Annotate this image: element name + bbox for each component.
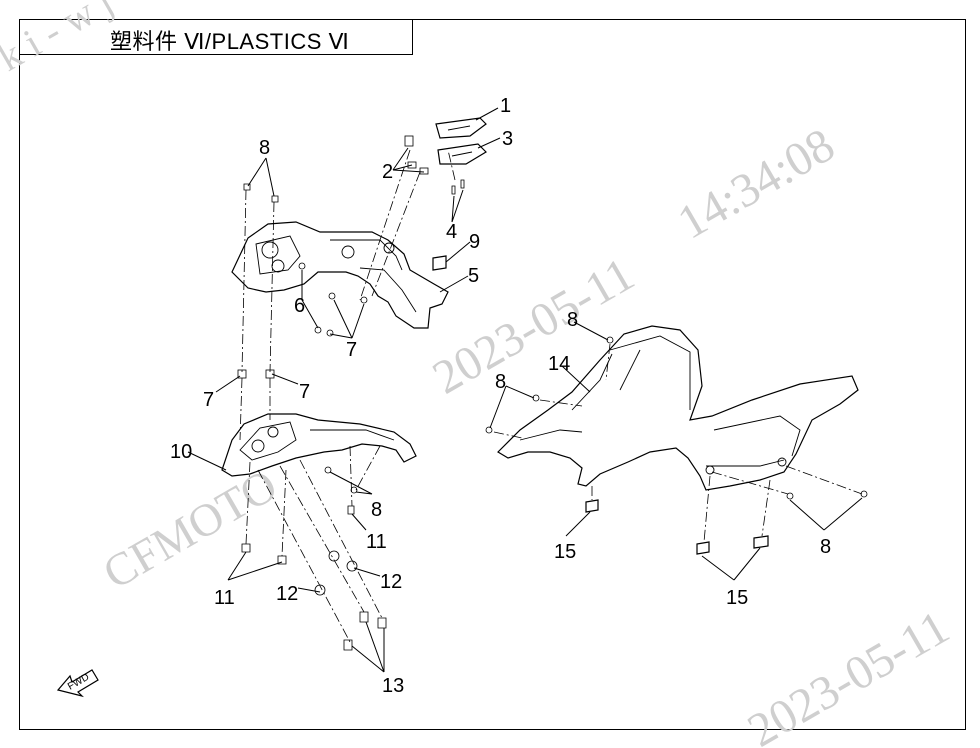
callout-12-right: 12 xyxy=(380,571,402,593)
bolt-13c xyxy=(343,639,353,651)
callout-5: 5 xyxy=(468,265,479,287)
callout-3: 3 xyxy=(502,128,513,150)
callout-9: 9 xyxy=(469,231,480,253)
centerline xyxy=(605,343,611,381)
bolt-11c xyxy=(277,555,287,565)
centerline xyxy=(279,465,365,613)
part-9-pad xyxy=(432,255,447,271)
nut-6a xyxy=(298,262,306,270)
bolt-11a xyxy=(347,505,355,515)
callout-8-mid: 8 xyxy=(371,499,382,521)
callout-8-top: 8 xyxy=(259,137,270,159)
part-3-cover xyxy=(437,143,487,165)
callout-7-upper: 7 xyxy=(346,339,357,361)
centerline xyxy=(299,459,383,619)
callout-15-right: 15 xyxy=(726,587,748,609)
callout-6: 6 xyxy=(294,295,305,317)
title-box xyxy=(19,19,413,55)
callout-4: 4 xyxy=(446,221,457,243)
centerline xyxy=(703,475,711,543)
callout-8-fender-right: 8 xyxy=(820,536,831,558)
callout-8-fender-left: 8 xyxy=(495,371,506,393)
centerline xyxy=(257,469,351,643)
bolt-11b xyxy=(241,543,251,553)
bolt-13b xyxy=(377,617,387,629)
centerline xyxy=(355,445,381,491)
nut-7b xyxy=(360,296,368,304)
callout-10: 10 xyxy=(170,441,192,463)
callout-12-left: 12 xyxy=(276,583,298,605)
callout-14: 14 xyxy=(548,353,570,375)
centerline xyxy=(239,377,243,441)
bolt-8d xyxy=(350,486,358,494)
callout-13: 13 xyxy=(382,675,404,697)
centerline xyxy=(245,461,251,545)
centerline xyxy=(241,189,247,373)
part-5-bracket xyxy=(231,221,449,329)
bolt-8c xyxy=(324,466,332,474)
centerline xyxy=(269,201,275,373)
watermark-time: 14:34:08 xyxy=(669,118,843,249)
callout-1: 1 xyxy=(500,95,511,117)
callout-11-right: 11 xyxy=(366,531,387,553)
washer-12b xyxy=(346,560,358,572)
nut-7a xyxy=(328,292,336,300)
pad-15a xyxy=(585,499,599,513)
centerline xyxy=(493,431,523,439)
watermark-corner: k i - w j xyxy=(0,0,120,80)
centerline xyxy=(447,149,456,181)
watermark-brand: CFMOTO xyxy=(95,459,286,599)
centerline xyxy=(349,445,353,507)
callout-7-right: 7 xyxy=(299,381,310,403)
callout-7-left: 7 xyxy=(203,389,214,411)
bolt-8h xyxy=(786,492,794,500)
screw-4a xyxy=(451,185,456,195)
washer-12a xyxy=(328,550,340,562)
screw-4b xyxy=(460,179,465,189)
centerline xyxy=(785,465,863,495)
watermark-date-bottom: 2023-05-11 xyxy=(739,601,958,748)
callout-8-fender-top: 8 xyxy=(567,309,578,331)
bolt-8b xyxy=(271,195,279,203)
pad-15c xyxy=(753,535,769,549)
diagram-title: 塑料件 Ⅵ/PLASTICS Ⅵ xyxy=(110,29,350,54)
centerline xyxy=(371,171,421,297)
pad-15b xyxy=(696,541,710,555)
centerline xyxy=(539,399,583,407)
centerline xyxy=(359,149,411,301)
centerline xyxy=(281,469,287,557)
bolt-6c xyxy=(326,329,334,337)
bolt-8g xyxy=(485,426,493,434)
centerline xyxy=(761,479,771,537)
callout-2: 2 xyxy=(382,161,393,183)
centerline xyxy=(711,471,789,495)
clip-2a xyxy=(404,135,414,147)
callout-15-left: 15 xyxy=(554,541,576,563)
callout-11-left: 11 xyxy=(214,587,235,609)
part-14-rear-fender xyxy=(497,325,859,491)
part-10-bracket xyxy=(221,413,417,477)
fwd-arrow-icon: FWD xyxy=(56,669,99,698)
washer-12c xyxy=(314,584,326,596)
bolt-13a xyxy=(359,611,369,623)
drawing-frame xyxy=(19,19,966,730)
part-1-cover xyxy=(435,117,487,139)
clip-2c xyxy=(419,167,429,175)
